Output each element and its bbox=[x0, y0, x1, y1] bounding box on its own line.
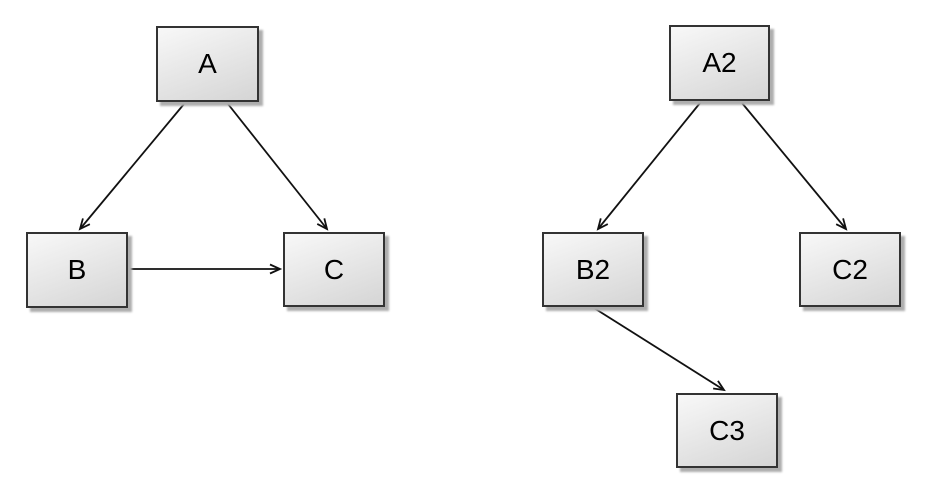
node-C2[interactable]: C2 bbox=[799, 232, 901, 307]
edge-A2-to-C2 bbox=[741, 102, 848, 231]
node-label-C3: C3 bbox=[709, 414, 745, 446]
node-B[interactable]: B bbox=[26, 232, 128, 308]
node-label-B: B bbox=[67, 254, 87, 285]
edge-A2-to-B2 bbox=[596, 102, 701, 231]
node-C[interactable]: C bbox=[283, 232, 385, 307]
node-label-C2: C2 bbox=[832, 253, 868, 285]
node-label-B2: B2 bbox=[575, 253, 611, 285]
node-B2[interactable]: B2 bbox=[542, 232, 644, 307]
node-label-A: A bbox=[198, 48, 217, 79]
node-label-A2: A2 bbox=[702, 47, 737, 78]
edge-B2-to-C3 bbox=[593, 307, 726, 392]
edge-A-to-B bbox=[78, 103, 185, 231]
edge-A-to-C bbox=[227, 103, 329, 231]
node-label-C: C bbox=[323, 253, 345, 285]
node-A[interactable]: A bbox=[156, 26, 259, 102]
node-C3[interactable]: C3 bbox=[676, 393, 778, 468]
node-A2[interactable]: A2 bbox=[669, 25, 770, 101]
